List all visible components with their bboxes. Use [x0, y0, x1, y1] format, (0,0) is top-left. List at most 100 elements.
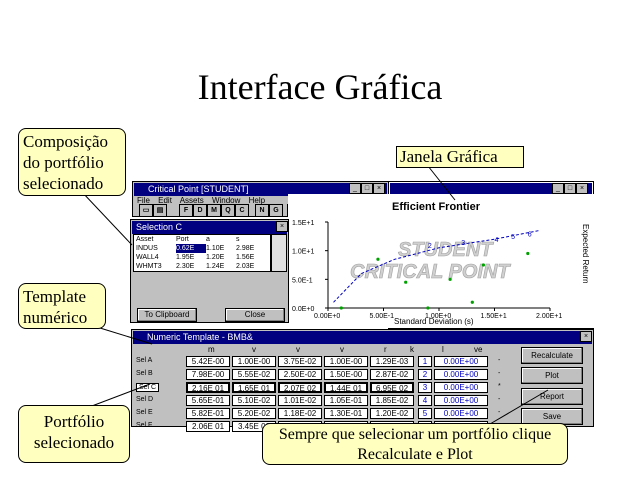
template-cell[interactable]: 3.75E-02 [278, 356, 322, 367]
selection-row[interactable]: WHMT3 2.30E 1.24E 2.03E [134, 262, 270, 271]
template-cell[interactable]: 2.16E 01 [186, 382, 230, 393]
template-cell[interactable]: 7.98E-00 [186, 369, 230, 380]
asset-point [481, 263, 485, 267]
callout-recalculate-text: Sempre que selecionar um portfólio cliqu… [278, 426, 552, 463]
template-cell[interactable]: 1.20E-02 [370, 408, 414, 419]
selection-row[interactable]: INDUS 0.62E 1.10E 2.98E [134, 244, 270, 253]
asset-name: WHMT3 [136, 263, 162, 270]
port-value: 1.95E [176, 254, 195, 261]
selection-window-titlebar[interactable]: Selection C [132, 221, 287, 234]
template-cell[interactable]: 1.44E 01 [324, 382, 368, 393]
row-label[interactable]: Sel E [136, 409, 153, 416]
point-number-label: 2 [428, 243, 432, 250]
y-tick-label: 0.0E+0 [292, 306, 314, 313]
selection-scrollbar[interactable] [271, 234, 287, 272]
template-cell[interactable]: 2.06E 01 [186, 421, 230, 432]
row-label[interactable]: Sel C [136, 383, 160, 392]
asset-name: INDUS [136, 245, 158, 252]
point-number-label: 6 [528, 231, 532, 238]
template-cell[interactable]: 1.00E-00 [232, 356, 276, 367]
template-cell[interactable]: 1.30E-01 [324, 408, 368, 419]
slide-title: Interface Gráfica [197, 67, 443, 107]
tool-n-button[interactable]: N [255, 204, 269, 217]
template-cell[interactable]: 5.55E-02 [232, 369, 276, 380]
chart-minimize-icon[interactable]: _ [552, 183, 564, 194]
tool-m-button[interactable]: M [207, 204, 221, 217]
menu-bar: File Edit Assets Window Help [137, 196, 265, 205]
template-cell[interactable]: 2.50E-02 [278, 369, 322, 380]
template-cell[interactable]: 1.85E-02 [370, 395, 414, 406]
y-tick-label: 5.0E-1 [292, 277, 313, 284]
menu-window[interactable]: Window [211, 196, 241, 205]
template-cell[interactable]: 5.42E-00 [186, 356, 230, 367]
s-value: 2.98E [236, 245, 255, 252]
report-button[interactable]: Report [521, 388, 583, 405]
template-cell[interactable]: 1.29E-03 [370, 356, 414, 367]
template-cell[interactable]: 5.65E-01 [186, 395, 230, 406]
template-cell[interactable]: 1.05E-01 [324, 395, 368, 406]
menu-edit[interactable]: Edit [158, 196, 172, 205]
new-file-icon[interactable]: ▭ [139, 204, 153, 217]
k-cell[interactable]: 3 [418, 382, 432, 393]
template-cell[interactable]: 5.20E-02 [232, 408, 276, 419]
template-cell[interactable]: 5.82E-01 [186, 408, 230, 419]
template-close-icon[interactable]: × [580, 331, 592, 342]
template-cell[interactable]: 1.18E-02 [278, 408, 322, 419]
template-cell[interactable]: 1.50E-00 [324, 369, 368, 380]
template-cell[interactable]: 2.87E-02 [370, 369, 414, 380]
selection-table: Asset Port a s INDUS 0.62E 1.10E 2.98E W… [133, 234, 271, 272]
l-cell[interactable]: 0.00E+00 [434, 356, 488, 367]
tool-g-button[interactable]: G [269, 204, 283, 217]
watermark-line2: CRITICAL POINT [350, 261, 511, 283]
tool-f-button[interactable]: F [179, 204, 193, 217]
k-cell[interactable]: 4 [418, 395, 432, 406]
k-cell[interactable]: 2 [418, 369, 432, 380]
chart-maximize-icon[interactable]: □ [564, 183, 576, 194]
tool-d-button[interactable]: D [193, 204, 207, 217]
selection-close-icon[interactable]: × [276, 221, 288, 232]
chart-close-icon[interactable]: × [576, 183, 588, 194]
recalculate-button[interactable]: Recalculate [521, 347, 583, 364]
asset-point [404, 280, 408, 284]
tool-q-button[interactable]: Q [221, 204, 235, 217]
l-cell[interactable]: 0.00E+00 [434, 382, 488, 393]
x-tick-label: 0.00E+0 [314, 313, 340, 320]
open-file-icon[interactable]: ▤ [153, 204, 167, 217]
x-tick-label: 5.00E-1 [370, 313, 395, 320]
row-label[interactable]: Sel F [136, 422, 153, 429]
plot-button[interactable]: Plot [521, 367, 583, 384]
selection-row[interactable]: WALL4 1.95E 1.20E 1.56E [134, 253, 270, 262]
template-window-titlebar[interactable]: Numeric Template - BMB& [133, 331, 592, 344]
close-button[interactable]: Close [225, 308, 285, 322]
row-label[interactable]: Sel A [136, 357, 153, 364]
template-cell[interactable]: 5.10E-02 [232, 395, 276, 406]
to-clipboard-button[interactable]: To Clipboard [137, 308, 197, 322]
selection-window: Selection C × Asset Port a s INDUS 0.62E… [130, 219, 289, 323]
row-label[interactable]: Sel D [136, 396, 154, 403]
menu-assets[interactable]: Assets [179, 196, 204, 205]
y-axis-label: Expected Return [581, 224, 590, 284]
s-value: 2.03E [236, 263, 255, 270]
maximize-icon[interactable]: □ [361, 183, 373, 194]
l-cell[interactable]: 0.00E+00 [434, 408, 488, 419]
callout-graph-window: Janela Gráfica [396, 146, 524, 168]
callout-template-text: Template numérico [23, 287, 88, 327]
menu-help[interactable]: Help [248, 196, 266, 205]
template-cell[interactable]: 1.00E-00 [324, 356, 368, 367]
tool-c-button[interactable]: C [235, 204, 249, 217]
row-label[interactable]: Sel B [136, 370, 153, 377]
l-cell[interactable]: 0.00E+00 [434, 395, 488, 406]
k-cell[interactable]: 5 [418, 408, 432, 419]
k-cell[interactable]: 1 [418, 356, 432, 367]
l-cell[interactable]: 0.00E+00 [434, 369, 488, 380]
template-cell[interactable]: 1.65E 01 [232, 382, 276, 393]
template-cell[interactable]: 2.07E 02 [278, 382, 322, 393]
menu-file[interactable]: File [137, 196, 150, 205]
template-cell[interactable]: 1.01E-02 [278, 395, 322, 406]
minimize-icon[interactable]: _ [349, 183, 361, 194]
template-cell[interactable]: 6.95E 02 [370, 382, 414, 393]
main-window-titlebar[interactable]: Critical Point [STUDENT] [134, 183, 387, 196]
close-icon[interactable]: × [373, 183, 385, 194]
